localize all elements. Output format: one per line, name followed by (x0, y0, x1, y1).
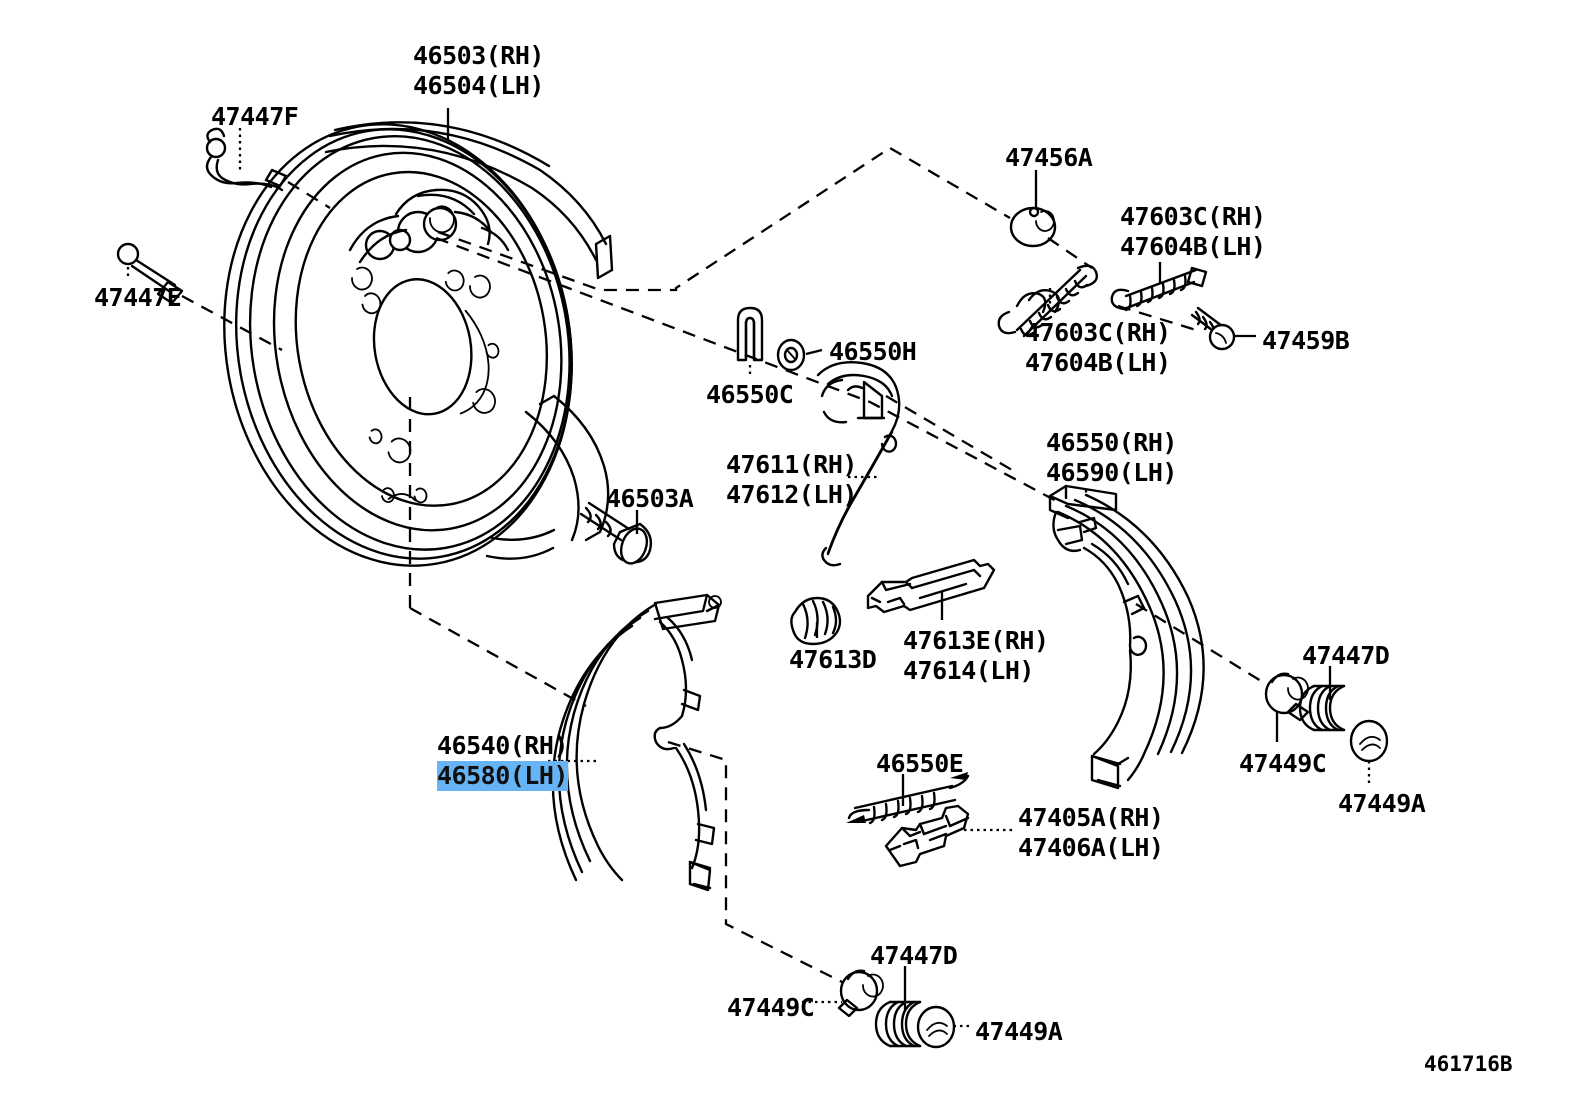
adjuster-spring-46550e (846, 772, 970, 825)
label-47613d: 47613D (789, 645, 877, 675)
part-number-text: 47449C (1239, 749, 1327, 778)
part-number-text: 47405A(RH) (1018, 803, 1164, 832)
shoe-assembly-left-46540 (551, 593, 722, 892)
label-47447d-right: 47447D (1302, 641, 1390, 671)
part-number-text: 47604B(LH) (1025, 348, 1171, 377)
label-47449a-right: 47449A (1338, 789, 1426, 819)
backing-plate-anchor-detail (348, 188, 510, 264)
label-46550-46590: 46550(RH)46590(LH) (1046, 428, 1177, 488)
part-number-text: 47604B(LH) (1120, 232, 1266, 261)
backing-plate-part (223, 121, 614, 567)
label-47611-47612: 47611(RH)47612(LH) (726, 450, 857, 510)
hold-down-right-group (1264, 672, 1389, 763)
label-46503a: 46503A (606, 484, 694, 514)
return-spring-left-47603c (997, 264, 1099, 338)
part-number-text: 47613E(RH) (903, 626, 1049, 655)
part-number-text: 47449A (975, 1017, 1063, 1046)
part-number-text: 47611(RH) (726, 450, 857, 479)
label-47449c-right: 47449C (1239, 749, 1327, 779)
pin-47449c-right (1264, 672, 1310, 722)
cup-47449a-right (1349, 719, 1389, 763)
adjuster-assembly-47405a (884, 804, 970, 868)
part-number-text: 47447E (94, 283, 182, 312)
shim-spring-47613d (790, 596, 842, 646)
diagram-code: 461716B (1424, 1052, 1513, 1076)
part-number-text: 47449A (1338, 789, 1426, 818)
spring-47447d-right (1298, 684, 1346, 732)
part-number-text: 46590(LH) (1046, 458, 1177, 487)
cup-47449a-bottom (916, 1005, 956, 1049)
washer-46550h (776, 338, 806, 372)
strut-plate-47613e (866, 558, 996, 614)
part-number-text: 46503A (606, 484, 694, 513)
part-number-text: 46580(LH) (437, 761, 568, 791)
label-46550h: 46550H (829, 337, 917, 367)
label-46540-46580: 46540(RH)46580(LH) (437, 731, 568, 791)
label-47449c-bottom: 47449C (727, 993, 815, 1023)
part-number-text: 47612(LH) (726, 480, 857, 509)
label-46503-46504: 46503(RH)46504(LH) (413, 41, 544, 101)
adjust-bolt-47459b (1190, 306, 1236, 351)
hold-down-pin-47447e (116, 242, 184, 305)
label-47447d-bottom: 47447D (870, 941, 958, 971)
hold-down-bottom-group (837, 969, 956, 1049)
part-number-text: 46540(RH) (437, 731, 568, 760)
label-47449a-bottom: 47449A (975, 1017, 1063, 1047)
part-number-text: 47456A (1005, 143, 1093, 172)
parking-brake-lever-47611 (816, 361, 901, 567)
part-number-text: 47447D (870, 941, 958, 970)
part-number-text: 46503(RH) (413, 41, 544, 70)
label-47447e: 47447E (94, 283, 182, 313)
part-number-text: 47406A(LH) (1018, 833, 1164, 862)
label-47405a-47406a: 47405A(RH)47406A(LH) (1018, 803, 1164, 863)
tension-spring-47447f (205, 127, 288, 192)
cam-plate-47456a (1009, 206, 1057, 248)
part-number-text: 46550H (829, 337, 917, 366)
part-number-text: 47603C(RH) (1025, 318, 1171, 347)
label-leader-lines (126, 108, 1371, 1028)
part-number-text: 46550E (876, 749, 964, 778)
pin-47449c-bottom (837, 969, 884, 1018)
part-number-text: 47447F (211, 102, 299, 131)
part-number-text: 47459B (1262, 326, 1350, 355)
label-47613e-47614: 47613E(RH)47614(LH) (903, 626, 1049, 686)
part-number-text: 46504(LH) (413, 71, 544, 100)
part-number-text: 46550(RH) (1046, 428, 1177, 457)
part-number-text: 47603C(RH) (1120, 202, 1266, 231)
part-number-text: 46550C (706, 380, 794, 409)
part-number-text: 47447D (1302, 641, 1390, 670)
shoe-assembly-right-46550 (1048, 484, 1205, 790)
spring-47447d-bottom (874, 1000, 922, 1048)
assembly-dashed-lines (181, 146, 1267, 984)
label-47603c-47604b-top: 47603C(RH)47604B(LH) (1120, 202, 1266, 262)
label-46550e: 46550E (876, 749, 964, 779)
label-47447f: 47447F (211, 102, 299, 132)
label-47459b: 47459B (1262, 326, 1350, 356)
part-number-text: 47449C (727, 993, 815, 1022)
label-47456a: 47456A (1005, 143, 1093, 173)
label-47603c-47604b-bottom: 47603C(RH)47604B(LH) (1025, 318, 1171, 378)
part-number-text: 47613D (789, 645, 877, 674)
shoe-clip-46550c (736, 306, 764, 362)
part-number-text: 47614(LH) (903, 656, 1034, 685)
label-46550c: 46550C (706, 380, 794, 410)
plate-bolt-46503a (579, 501, 653, 565)
